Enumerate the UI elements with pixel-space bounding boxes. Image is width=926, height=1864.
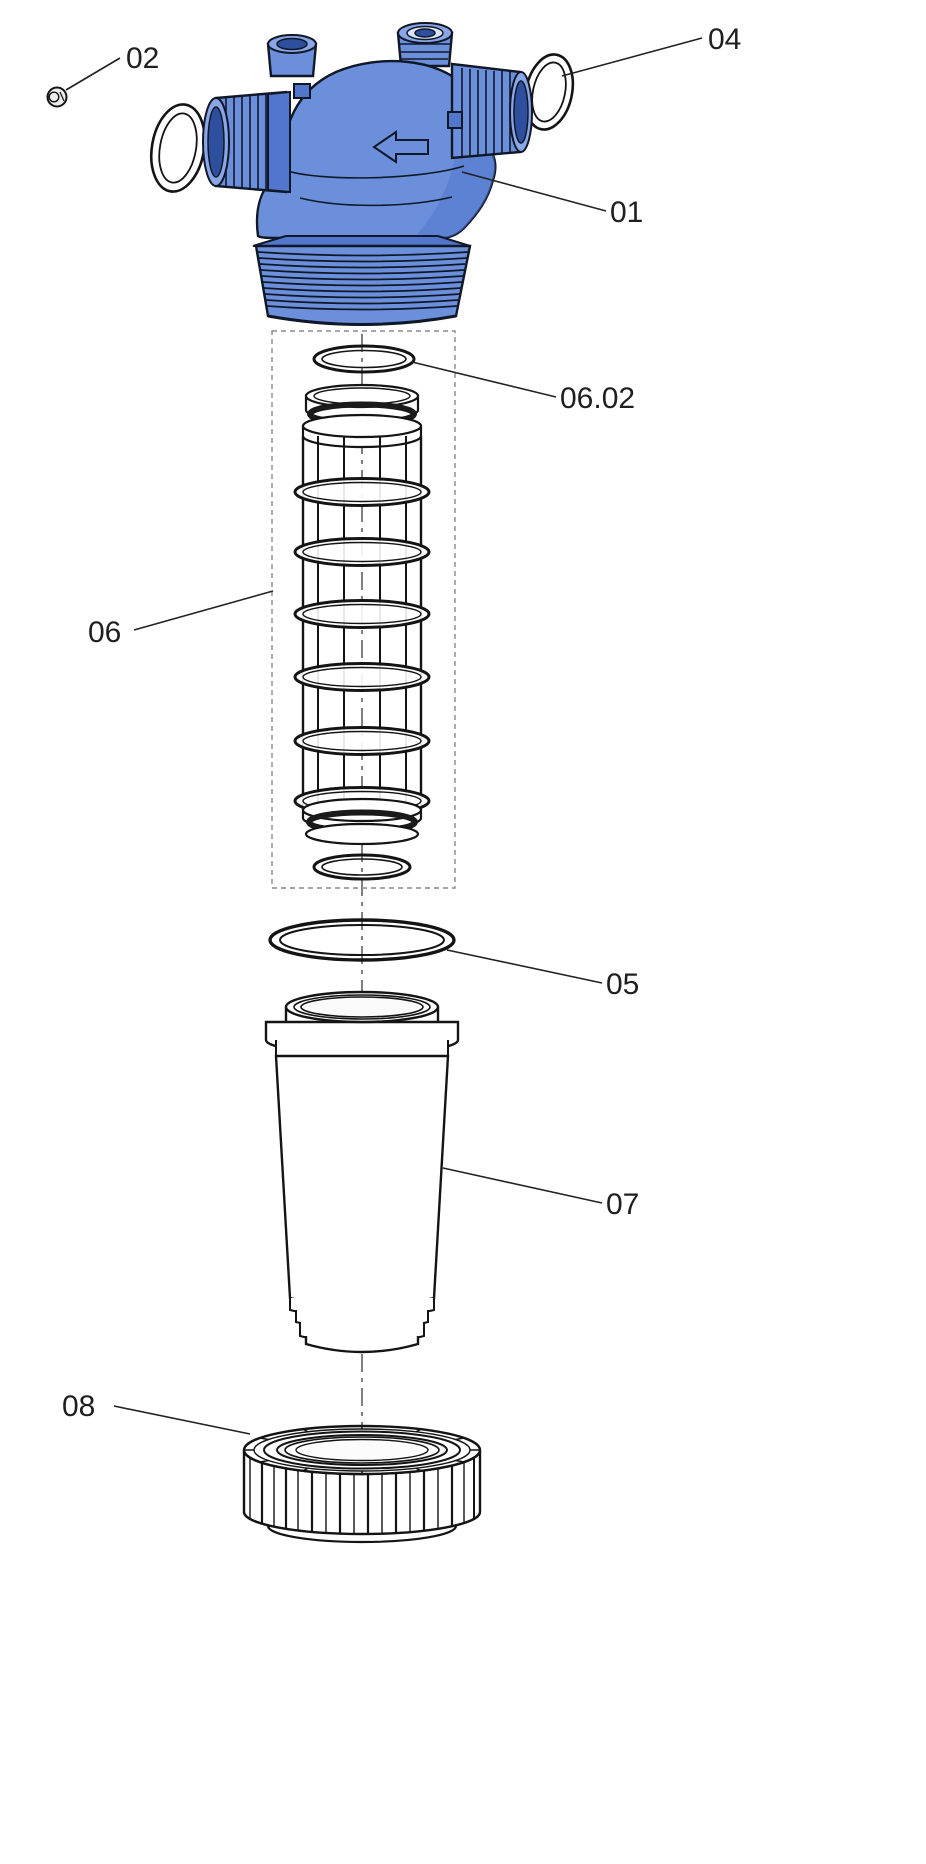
leader-07	[442, 1167, 603, 1204]
top-port-right	[396, 22, 454, 68]
filter-head	[202, 22, 533, 326]
part-labels: 02 04 01 06.02 06 05 07 08	[62, 23, 741, 1423]
leader-08	[113, 1405, 251, 1435]
leader-lines	[65, 37, 703, 1435]
label-06-02: 06.02	[560, 382, 635, 415]
leader-02	[65, 57, 121, 91]
cartridge-o-ring-top	[312, 344, 416, 374]
right-outlet-port	[447, 62, 533, 160]
head-thread-skirt	[254, 244, 472, 326]
left-inlet-port	[202, 83, 311, 194]
label-01: 01	[610, 196, 643, 229]
top-port-left	[266, 34, 318, 78]
cartridge-group-box	[271, 330, 456, 889]
label-02: 02	[126, 42, 159, 75]
filter-bowl	[264, 990, 460, 1354]
cartridge-o-ring-bottom	[312, 853, 412, 881]
label-08: 08	[62, 1390, 95, 1423]
leader-05	[446, 949, 603, 984]
filter-cartridge	[293, 383, 431, 846]
leader-04	[561, 37, 703, 77]
leader-06	[133, 590, 274, 631]
leader-01	[461, 171, 607, 212]
ring-nut	[242, 1424, 482, 1544]
plug-screw	[46, 86, 68, 108]
label-04: 04	[708, 23, 741, 56]
knurl-ticks	[244, 1426, 480, 1474]
left-port-o-ring	[149, 103, 207, 193]
leader-06-02	[411, 361, 557, 398]
label-06: 06	[88, 616, 121, 649]
label-05: 05	[606, 968, 639, 1001]
head-bell	[252, 235, 471, 247]
flow-arrow	[372, 130, 429, 164]
thread-lines	[257, 251, 469, 311]
bowl-o-ring	[268, 918, 456, 962]
label-07: 07	[606, 1188, 639, 1221]
